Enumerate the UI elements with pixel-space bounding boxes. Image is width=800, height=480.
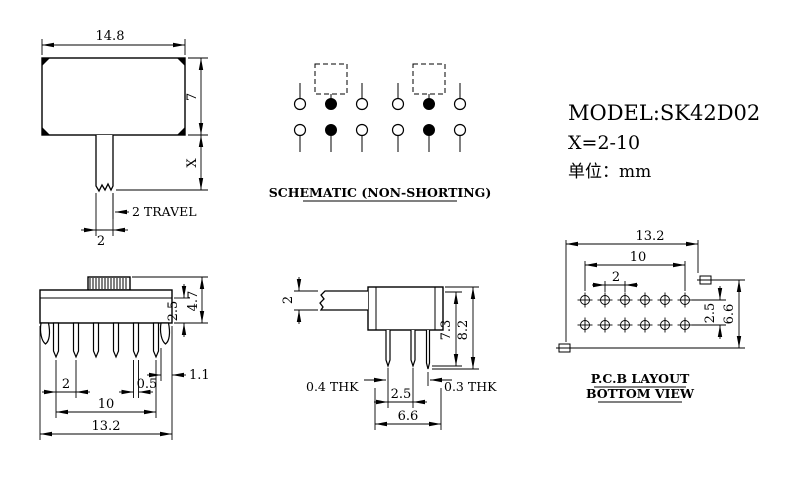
switch-body-side (39, 289, 173, 324)
actuator-stem (95, 135, 114, 193)
contact-terminal (293, 97, 307, 111)
pcb-caption-line2: BOTTOM VIEW (586, 386, 695, 401)
dim-label-pin-width: 0.5 (137, 377, 158, 392)
contact-terminal (355, 123, 369, 137)
unit-text: 单位：mm (568, 162, 651, 182)
dim-label-pcb-hole-span: 10 (630, 250, 647, 265)
dim-label-body-height: 2.5 (166, 301, 181, 322)
dim-label-height-outer: 8.2 (456, 320, 471, 341)
model-text: MODEL:SK42D02 (568, 101, 760, 125)
dim-stem-length: X (116, 135, 208, 191)
dim-front-width: 14.8 (41, 29, 186, 55)
dim-label-pin-spacing: 2.5 (391, 387, 412, 402)
dim-pcb-row-pitch: 2.5 (692, 286, 726, 339)
dim-label-total-height: 4.7 (186, 291, 201, 312)
slider-knob (87, 276, 131, 291)
thk-left-label: 0.4 THK (306, 379, 359, 394)
dim-pin-spacing: 2.5 (374, 368, 427, 408)
dim-label-total-width: 13.2 (92, 419, 121, 434)
contact-terminal (453, 97, 467, 111)
mount-leg-right (159, 322, 171, 345)
thk-right-callout: 0.3 THK (427, 372, 497, 394)
dim-label-pcb-hole-pitch: 2 (612, 270, 620, 285)
dim-body-height: 2.5 (166, 284, 190, 337)
pcb-caption-line1: P.C.B LAYOUT (591, 371, 690, 386)
end-view: 2 0.4 THK 0.3 THK 2.5 6.6 (281, 277, 497, 430)
dim-end-width: 6.6 (374, 388, 442, 430)
switch-body-end (367, 286, 444, 331)
dim-label-pcb-row-pitch: 2.5 (703, 303, 718, 324)
dim-label-pin-pitch: 2 (62, 377, 70, 392)
contact-terminal (391, 97, 405, 111)
actuator-stem-end (319, 290, 368, 311)
dim-stem-height: 2 (281, 277, 318, 324)
dim-pin-width: 0.5 (119, 360, 157, 398)
contact-common (423, 124, 435, 136)
dim-label-height-inner: 7.3 (439, 320, 454, 341)
dim-label-leg-width: 1.1 (189, 368, 210, 383)
pcb-holes (577, 292, 693, 333)
dim-pin-span: 10 (56, 360, 157, 418)
corner-mark (42, 127, 50, 135)
dim-label-stem-length: X (185, 158, 200, 168)
dim-label-pcb-total-height: 6.6 (722, 304, 737, 325)
knob-serration (89, 278, 127, 289)
dim-total-width: 13.2 (39, 326, 172, 440)
dim-leg-width: 1.1 (147, 326, 210, 440)
contact-terminal (293, 123, 307, 137)
dim-height-inner: 7.3 (432, 291, 462, 367)
contact-common (423, 98, 435, 110)
front-view: 14.8 7 X 2 TRAVEL 2 (41, 29, 208, 249)
corner-mark (177, 127, 185, 135)
title-block: MODEL:SK42D02 X=2-10 单位：mm (568, 101, 760, 182)
contact-terminal (355, 97, 369, 111)
contact-terminal (453, 123, 467, 137)
x-range-text: X=2-10 (568, 132, 640, 154)
dim-pin-pitch: 2 (42, 360, 90, 418)
schematic-view: SCHEMATIC (NON-SHORTING) (269, 63, 492, 202)
dim-label-pin-span: 10 (98, 397, 115, 412)
schematic-pole-group-1 (293, 63, 369, 152)
contact-terminal (391, 123, 405, 137)
travel-annotation: 2 TRAVEL (112, 193, 197, 219)
dim-stem-width: 2 (81, 193, 128, 249)
corner-mark (177, 58, 185, 66)
dim-front-height: 7 (185, 57, 208, 136)
travel-label: 2 TRAVEL (132, 204, 197, 219)
contact-common (325, 98, 337, 110)
thk-right-label: 0.3 THK (444, 379, 497, 394)
pin-middle (410, 330, 416, 368)
pin-left (385, 330, 391, 368)
pin-right (425, 330, 431, 370)
pcb-view: 13.2 10 2 2.5 6.6 P.C. (556, 229, 745, 403)
side-view: 4.7 2.5 2 0.5 1.1 (39, 276, 210, 440)
dim-label-front-width: 14.8 (96, 29, 125, 44)
dim-pcb-total-height: 6.6 (572, 279, 745, 349)
dim-label-end-width: 6.6 (398, 409, 419, 424)
contact-common (325, 124, 337, 136)
pins-row (52, 322, 160, 358)
dim-pcb-hole-span: 10 (584, 250, 686, 291)
dim-pcb-hole-pitch: 2 (592, 270, 638, 292)
thk-left-callout: 0.4 THK (306, 368, 389, 408)
corner-mark (42, 58, 50, 66)
schematic-caption: SCHEMATIC (NON-SHORTING) (269, 185, 492, 200)
mount-leg-left (39, 322, 51, 345)
dim-label-front-height: 7 (185, 93, 200, 101)
dim-total-height: 4.7 (132, 276, 208, 324)
dim-label-stem-width: 2 (97, 234, 105, 249)
dim-height-outer: 8.2 (432, 286, 479, 370)
dim-pcb-total-width: 13.2 (565, 229, 699, 342)
schematic-pole-group-2 (391, 63, 467, 152)
slider-dashed-box (314, 63, 348, 95)
dim-label-pcb-total-width: 13.2 (636, 229, 665, 244)
slider-dashed-box (412, 63, 446, 95)
dim-label-stem-height: 2 (281, 296, 296, 304)
switch-body-front (41, 57, 186, 136)
